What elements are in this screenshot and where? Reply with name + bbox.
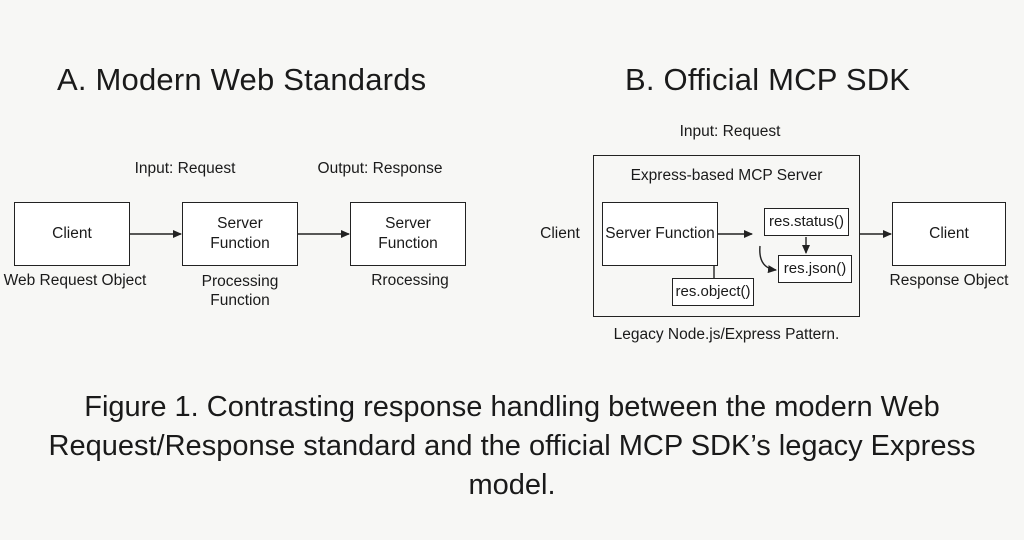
panel-a-title: A. Modern Web Standards xyxy=(57,62,427,97)
res-json-label: res.json() xyxy=(783,260,847,278)
figure-caption-line-2: Request/Response standard and the offici… xyxy=(48,430,976,462)
panel-a-server-box-1: Server Function xyxy=(182,202,298,266)
figure-caption: Figure 1. Contrasting response handling … xyxy=(0,388,1024,505)
server-function-box: Server Function xyxy=(602,202,718,266)
panel-a-server-caption-1-line-2: Function xyxy=(210,292,270,309)
express-server-container xyxy=(593,155,860,317)
panel-a-server-box-1-line-1: Server xyxy=(217,214,263,232)
panel-a-server-caption-1-line-1: Processing xyxy=(201,273,279,290)
res-status-box: res.status() xyxy=(764,208,849,236)
panel-a-server-box-1-line-2: Function xyxy=(210,235,270,252)
panel-b-title: B. Official MCP SDK xyxy=(625,62,911,97)
express-server-caption: Legacy Node.js/Express Pattern. xyxy=(613,326,840,343)
res-object-label: res.object() xyxy=(675,283,751,301)
panel-a-server-caption-1: Processing Function xyxy=(180,272,300,310)
panel-a-client-box: Client xyxy=(14,202,130,266)
arrow-curved-to-res-json xyxy=(759,245,777,274)
res-json-box: res.json() xyxy=(778,255,852,283)
express-server-title: Express-based MCP Server xyxy=(630,167,823,184)
panel-a-server-box-2-line-2: Function xyxy=(378,235,438,252)
panel-a-server-caption-2: Rrocessing xyxy=(371,272,449,289)
panel-b-client-right-label: Client xyxy=(929,224,969,242)
res-object-box: res.object() xyxy=(672,278,754,306)
panel-a-server-box-2-line-1: Server xyxy=(385,214,431,232)
server-function-label: Server Function xyxy=(605,224,715,242)
figure-caption-line-3: model. xyxy=(468,469,556,501)
panel-a-client-box-label: Client xyxy=(52,224,92,242)
panel-b-client-left: Client xyxy=(540,225,580,242)
panel-b-input-label: Input: Request xyxy=(679,123,781,140)
panel-a-server-box-2: Server Function xyxy=(350,202,466,266)
panel-a-output-label: Output: Response xyxy=(317,160,443,177)
panel-b-client-right-box: Client xyxy=(892,202,1006,266)
figure-caption-line-1: Figure 1. Contrasting response handling … xyxy=(84,391,940,423)
panel-b-client-right-caption: Response Object xyxy=(889,272,1009,289)
panel-a-client-caption: Web Request Object xyxy=(3,272,147,289)
panel-a-input-label: Input: Request xyxy=(134,160,236,177)
res-status-label: res.status() xyxy=(768,213,844,231)
